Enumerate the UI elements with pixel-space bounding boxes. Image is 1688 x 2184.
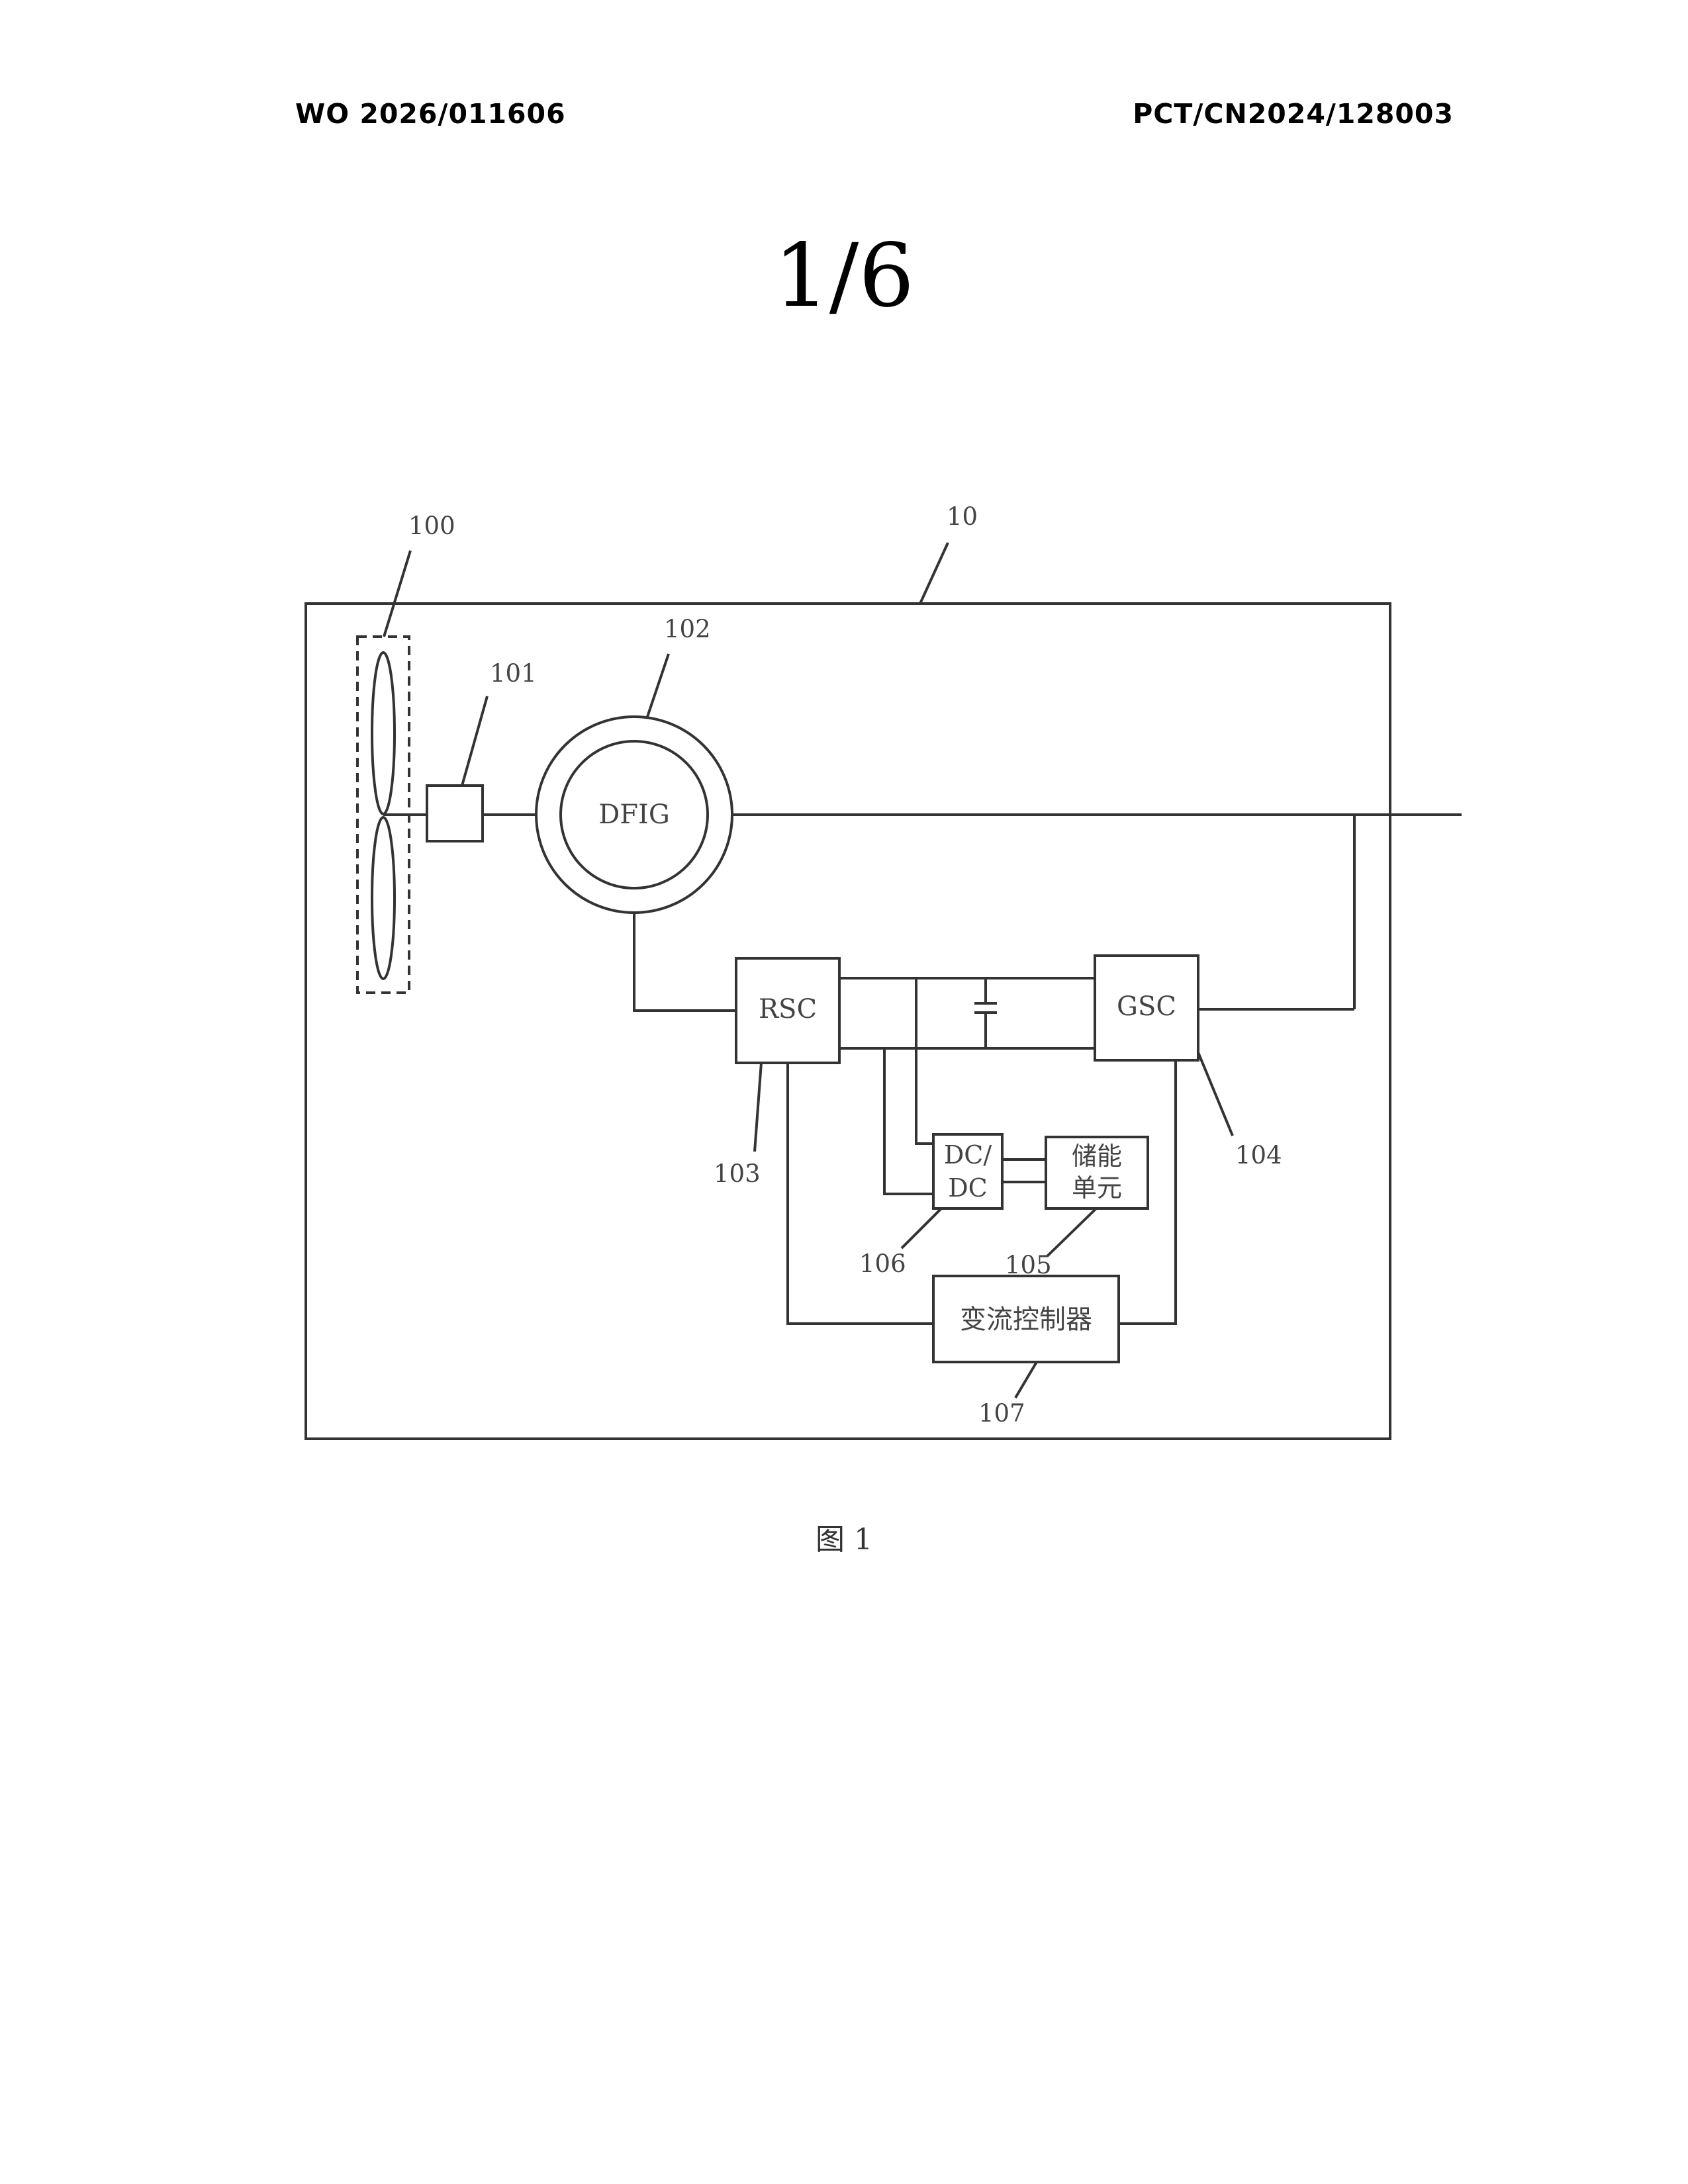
gsc-label: GSC <box>1117 991 1176 1022</box>
dcdc-lower-tap <box>884 1048 933 1194</box>
leader-107 <box>1015 1362 1037 1398</box>
controller-label: 变流控制器 <box>960 1304 1092 1335</box>
lower-blade-icon <box>372 817 395 979</box>
system-boundary <box>306 604 1390 1439</box>
ref-105: 105 <box>1005 1251 1052 1279</box>
leader-101 <box>462 696 487 786</box>
leader-104 <box>1198 1052 1233 1136</box>
leader-100 <box>384 551 410 637</box>
leader-10 <box>920 543 948 604</box>
rsc-label: RSC <box>759 994 817 1024</box>
ref-104: 104 <box>1235 1141 1282 1169</box>
gearbox-box <box>427 786 483 841</box>
dcdc-label-line1: DC/ <box>944 1140 992 1169</box>
ref-103: 103 <box>714 1160 761 1188</box>
dcdc-upper-tap <box>916 978 933 1144</box>
ref-107: 107 <box>978 1399 1025 1428</box>
ref-100: 100 <box>408 512 455 540</box>
figure-caption: 图 1 <box>0 1516 1688 1558</box>
ref-106: 106 <box>859 1250 906 1278</box>
storage-label-line1: 储能 <box>1072 1142 1122 1171</box>
dcdc-label-line2: DC <box>948 1173 988 1203</box>
leader-105 <box>1047 1208 1096 1256</box>
ref-102: 102 <box>664 615 711 643</box>
leader-103 <box>755 1063 761 1152</box>
upper-blade-icon <box>372 653 395 814</box>
storage-label-line2: 单元 <box>1072 1173 1122 1203</box>
leader-106 <box>902 1208 941 1248</box>
ref-101: 101 <box>490 659 537 688</box>
leader-102 <box>647 654 669 717</box>
ref-10: 10 <box>947 502 978 531</box>
rotor-line <box>634 913 736 1011</box>
generator-label: DFIG <box>598 799 670 830</box>
